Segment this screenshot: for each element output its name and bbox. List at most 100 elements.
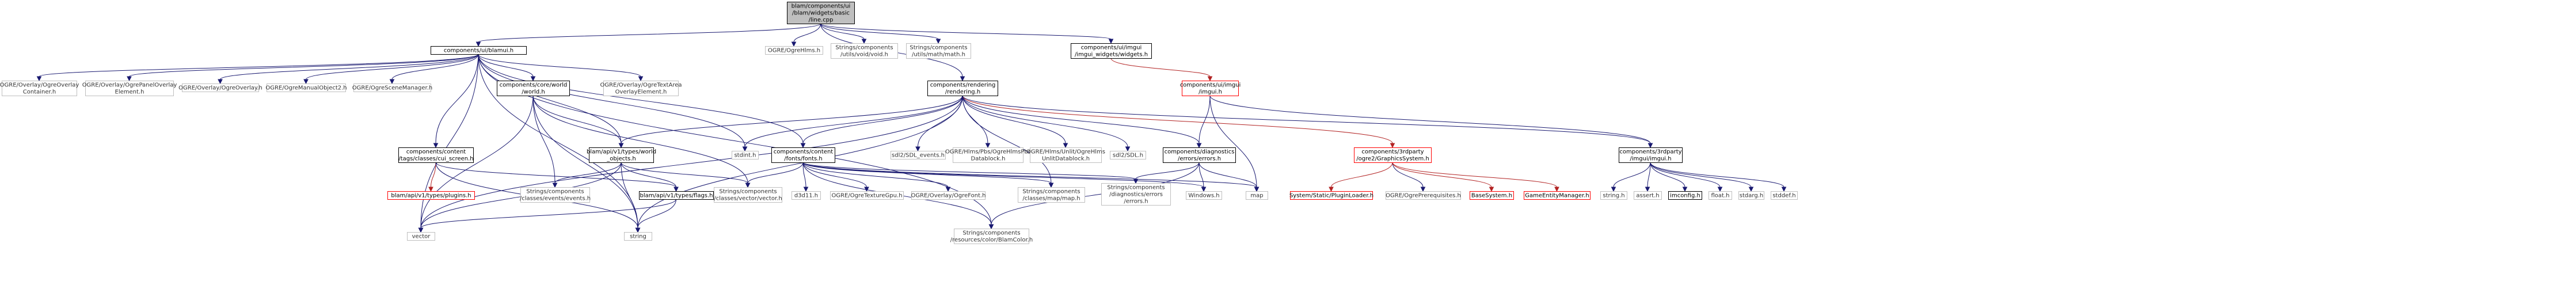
node-label: stdint.h: [734, 153, 756, 159]
node-strvoid[interactable]: Strings/components/utils/void/void.h: [831, 43, 898, 59]
node-prereq[interactable]: OGRE/OgrePrerequisites.h: [1386, 191, 1461, 200]
node-label: /resources/color/BlamColor.h: [950, 237, 1033, 244]
node-label: /diagnostics/errors: [1109, 192, 1163, 198]
edge-thirdimgui-to-stdargh: [1650, 162, 1754, 192]
node-rendering[interactable]: components/rendering/rendering.h: [927, 81, 998, 96]
node-contentcui[interactable]: components/content/tags/classes/cui_scre…: [398, 147, 474, 163]
node-gameentity[interactable]: GameEntityManager.h: [1524, 191, 1591, 200]
edge-imguiwidgets-to-uiimgui: [1110, 58, 1213, 82]
node-label: d3d11.h: [794, 193, 818, 199]
node-label: Strings/components: [910, 45, 967, 51]
node-windows[interactable]: Windows.h: [1186, 191, 1222, 200]
node-stdargh[interactable]: stdarg.h: [1738, 191, 1764, 200]
node-blamui[interactable]: components/ui/blamui.h: [431, 46, 527, 55]
node-blamcolor[interactable]: Strings/components/resources/color/BlamC…: [950, 229, 1033, 244]
node-label: /errors.h: [1124, 199, 1148, 205]
node-strvector[interactable]: Strings/components/classes/vector/vector…: [714, 187, 782, 203]
node-plugin[interactable]: System/Static/PluginLoader.h: [1289, 191, 1373, 200]
node-label: components/rendering: [930, 82, 996, 89]
node-label: sdl2/SDL.h: [1113, 153, 1143, 159]
node-manual[interactable]: OGRE/OgreManualObject2.h: [265, 83, 347, 92]
node-fonts[interactable]: components/content/fonts/fonts.h: [771, 147, 835, 163]
node-label: /imgui_widgets/widgets.h: [1075, 52, 1148, 58]
edge-errors-to-blamcolor: [988, 162, 1200, 230]
node-label: components/ui/imgui: [1081, 45, 1142, 51]
node-strerrors[interactable]: Strings/components/diagnostics/errors/er…: [1101, 183, 1171, 206]
node-label: /rendering.h: [945, 89, 980, 96]
node-graphicssystem[interactable]: components/3rdparty/ogre2/GraphicsSystem…: [1354, 147, 1432, 163]
node-scenemgr[interactable]: OGRE/OgreSceneManager.h: [352, 83, 432, 92]
edge-errors-to-strerrors: [1133, 162, 1200, 184]
node-world[interactable]: components/core/world/world.h: [497, 81, 570, 96]
file-nodes: blam/components/ui/blam/widgets/basic/li…: [0, 2, 1798, 244]
edge-thirdimgui-to-floath: [1650, 162, 1723, 192]
node-ovtextarea[interactable]: OGRE/Overlay/OgreTextAreaOverlayElement.…: [600, 81, 682, 96]
edge-blamui-to-manual: [303, 54, 479, 85]
node-label: Strings/components: [835, 45, 893, 51]
node-root[interactable]: blam/components/ui/blam/widgets/basic/li…: [787, 2, 855, 24]
node-label: OGRE/Overlay/OgreOverlay: [0, 82, 79, 89]
node-strmap[interactable]: Strings/components/classes/map/map.h: [1018, 187, 1085, 203]
node-imguiwidgets[interactable]: components/ui/imgui/imgui_widgets/widget…: [1071, 43, 1152, 59]
node-label: Windows.h: [1188, 193, 1219, 199]
edge-world-to-strvector: [532, 95, 751, 188]
node-label: /classes/events/events.h: [520, 196, 591, 202]
node-ovfont[interactable]: OGRE/Overlay/OgreFont.h: [911, 191, 986, 200]
node-label: components/diagnostics: [1165, 149, 1235, 155]
node-stddefh[interactable]: stddef.h: [1771, 191, 1798, 200]
node-strevents[interactable]: Strings/components/classes/events/events…: [520, 187, 591, 203]
node-sdlevents[interactable]: sdl2/SDL_events.h: [891, 151, 946, 159]
node-label: OGRE/Overlay/OgreOverlay.h: [178, 85, 262, 92]
node-asserth[interactable]: assert.h: [1634, 191, 1662, 200]
edge-rendering-to-sdlevents: [915, 95, 963, 152]
node-label: string.h: [1603, 193, 1624, 199]
node-map[interactable]: map: [1246, 191, 1268, 200]
edge-worldobjects-to-strevents: [552, 162, 622, 188]
node-label: string: [630, 234, 646, 240]
edge-rendering-to-worldobjects: [618, 95, 963, 149]
node-ovoverlay[interactable]: OGRE/Overlay/OgreOverlay.h: [178, 83, 262, 92]
node-imconfig[interactable]: imconfig.h: [1668, 191, 1702, 200]
edge-blamui-to-world: [478, 54, 536, 82]
edge-thirdimgui-to-asserth: [1645, 162, 1651, 192]
node-basesystem[interactable]: BaseSystem.h: [1470, 191, 1514, 200]
node-sdl[interactable]: sdl2/SDL.h: [1110, 151, 1146, 159]
edge-blamui-to-ovtextarea: [478, 54, 644, 82]
edge-world-to-worldobjects: [532, 95, 624, 149]
node-label: /errors/errors.h: [1178, 156, 1221, 162]
node-flags[interactable]: blam/api/v1/types/flags.h: [639, 191, 714, 200]
edge-graphicssystem-to-gameentity: [1392, 162, 1559, 192]
node-string[interactable]: string: [624, 232, 652, 241]
node-label: OGRE/OgreSceneManager.h: [352, 85, 432, 92]
node-stringh[interactable]: string.h: [1600, 191, 1627, 200]
node-ogrehlms[interactable]: OGRE/OgreHlms.h: [765, 46, 823, 55]
node-texgpu[interactable]: OGRE/OgreTextureGpu.h: [830, 191, 904, 200]
node-label: Container.h: [23, 89, 56, 96]
node-label: /classes/vector/vector.h: [714, 196, 782, 202]
edge-blamui-to-vector: [418, 54, 479, 233]
node-floath[interactable]: float.h: [1709, 191, 1732, 200]
node-label: components/core/world: [500, 82, 568, 89]
node-plugins[interactable]: blam/api/v1/types/plugins.h: [387, 191, 475, 200]
node-d3d11[interactable]: d3d11.h: [792, 191, 821, 200]
node-label: sdl2/SDL_events.h: [892, 153, 945, 159]
node-stdint[interactable]: stdint.h: [732, 151, 759, 159]
node-vector[interactable]: vector: [407, 232, 435, 241]
node-worldobjects[interactable]: blam/api/v1/types/world_objects.h: [587, 147, 656, 163]
edge-world-to-string: [532, 95, 641, 233]
edge-graphicssystem-to-basesystem: [1392, 162, 1494, 192]
edge-worldobjects-to-string: [621, 162, 641, 233]
edge-world-to-strevents: [532, 95, 558, 188]
node-uiimgui[interactable]: components/ui/imgui/imgui.h: [1180, 81, 1241, 96]
node-label: /blam/widgets/basic: [792, 10, 850, 17]
edge-root-to-imguiwidgets: [820, 23, 1114, 44]
node-strmath[interactable]: Strings/components/utils/math/math.h: [906, 43, 971, 59]
node-label: Strings/components: [719, 189, 777, 195]
node-errors[interactable]: components/diagnostics/errors/errors.h: [1163, 147, 1236, 163]
node-thirdimgui[interactable]: components/3rdparty/imgui/imgui.h: [1619, 147, 1683, 163]
